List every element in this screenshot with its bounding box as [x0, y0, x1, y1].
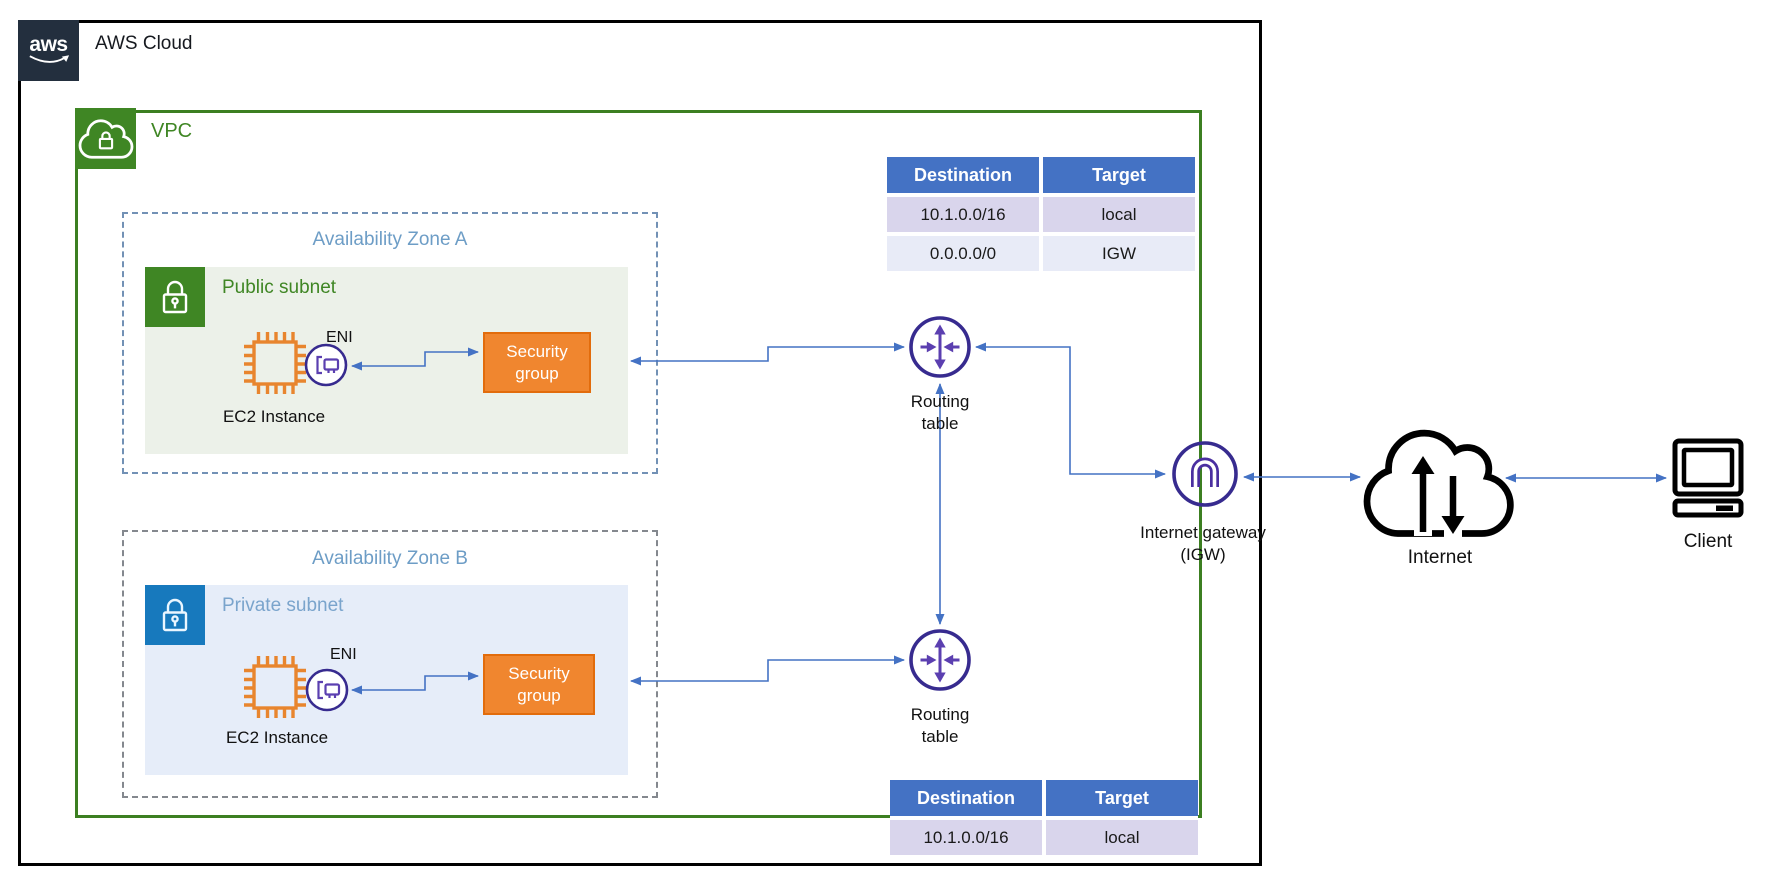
arrow-public-subnet-routing-table: [630, 342, 905, 366]
ec2-instance-a-label: EC2 Instance: [222, 407, 326, 426]
arrow-eni-b-security-group: [351, 671, 479, 695]
vpc-icon: [75, 108, 136, 169]
client-computer-icon: [1672, 438, 1744, 518]
arrow-eni-a-security-group: [351, 347, 479, 371]
vpc-label: VPC: [151, 120, 193, 142]
availability-zone-b-label: Availability Zone B: [312, 548, 468, 569]
lock-icon: [162, 598, 188, 632]
route-table-a-header-target: Target: [1043, 157, 1195, 193]
lock-icon: [162, 280, 188, 314]
routing-table-top-label: Routing table: [910, 392, 970, 434]
route-table-b-cell: local: [1046, 820, 1198, 855]
internet-cloud-icon: [1363, 429, 1514, 538]
public-subnet-label: Public subnet: [222, 277, 337, 298]
private-subnet-label: Private subnet: [222, 595, 344, 616]
route-table-a: Destination Target 10.1.0.0/16 local 0.0…: [887, 157, 1195, 271]
routing-table-bottom-icon: [909, 629, 971, 691]
route-table-a-cell: local: [1043, 197, 1195, 232]
eni-icon: [304, 343, 348, 387]
aws-logo: aws: [18, 20, 79, 81]
aws-cloud-label: AWS Cloud: [95, 33, 193, 54]
ec2-instance-icon: [244, 332, 306, 394]
route-table-b-header-target: Target: [1046, 780, 1198, 816]
ec2-instance-b-label: EC2 Instance: [225, 728, 329, 747]
availability-zone-a-label: Availability Zone A: [312, 229, 468, 250]
routing-table-top-icon: [909, 316, 971, 378]
aws-smile-icon: [28, 54, 69, 63]
eni-a-label: ENI: [326, 329, 353, 346]
eni-b-label: ENI: [330, 646, 357, 663]
route-table-a-cell: 0.0.0.0/0: [887, 236, 1039, 271]
security-group-a-label: Security group: [506, 342, 568, 383]
routing-table-bottom-label: Routing table: [910, 705, 970, 747]
route-table-a-header-destination: Destination: [887, 157, 1039, 193]
eni-icon: [305, 668, 349, 712]
aws-cloud-box: [18, 20, 1262, 866]
vpc-cloud-lock-icon: [78, 118, 133, 159]
public-subnet-icon: [145, 267, 205, 327]
private-subnet-icon: [145, 585, 205, 645]
internet-gateway-icon: [1172, 441, 1238, 507]
arrow-routing-table-igw: [975, 342, 1166, 479]
internet-label: Internet: [1407, 547, 1473, 568]
route-table-a-cell: 10.1.0.0/16: [887, 197, 1039, 232]
ec2-instance-icon: [244, 656, 306, 718]
aws-logo-text: aws: [29, 32, 68, 56]
security-group-a: Security group: [483, 332, 591, 393]
route-table-b-cell: 10.1.0.0/16: [890, 820, 1042, 855]
route-table-a-cell: IGW: [1043, 236, 1195, 271]
client-label: Client: [1683, 531, 1733, 552]
internet-gateway-label: Internet gateway (IGW): [1140, 523, 1266, 565]
route-table-b: Destination Target 10.1.0.0/16 local: [890, 780, 1198, 855]
route-table-b-header-destination: Destination: [890, 780, 1042, 816]
arrow-private-subnet-routing-table: [630, 655, 905, 686]
security-group-b-label: Security group: [508, 664, 570, 705]
security-group-b: Security group: [483, 654, 595, 715]
